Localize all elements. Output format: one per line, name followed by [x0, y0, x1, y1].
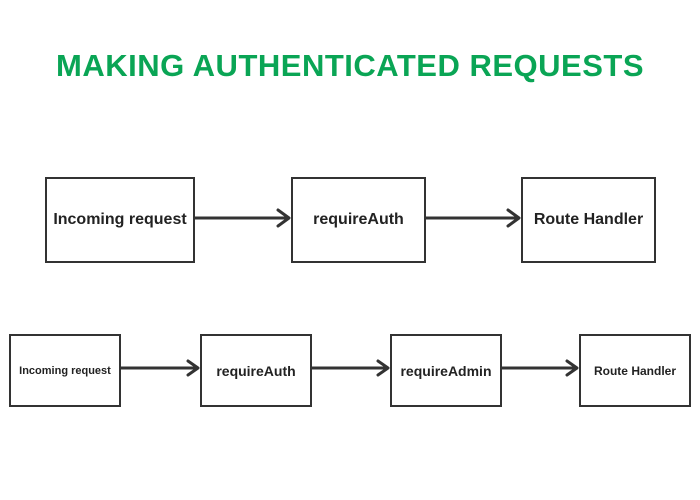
row2-require-auth-box: requireAuth [200, 334, 312, 407]
row1-incoming-request-box: Incoming request [45, 177, 195, 263]
row2-route-handler-box: Route Handler [579, 334, 691, 407]
row2-arrow-1 [119, 359, 200, 377]
row1-route-handler-label: Route Handler [533, 211, 644, 228]
row1-arrow-2 [424, 208, 521, 228]
row1-require-auth-box: requireAuth [291, 177, 426, 263]
row1-require-auth-label: requireAuth [313, 211, 404, 228]
row2-incoming-request-box: Incoming request [9, 334, 121, 407]
diagram-title: MAKING AUTHENTICATED REQUESTS [56, 48, 644, 83]
row1-incoming-request-label: Incoming request [53, 211, 187, 228]
row2-require-admin-box: requireAdmin [390, 334, 502, 407]
row2-arrow-2 [310, 359, 390, 377]
row1-route-handler-box: Route Handler [521, 177, 656, 263]
row1-arrow-1 [193, 208, 291, 228]
row2-arrow-3 [500, 359, 579, 377]
row2-require-auth-label: requireAuth [216, 362, 296, 379]
row2-route-handler-label: Route Handler [593, 363, 676, 378]
row2-require-admin-label: requireAdmin [400, 362, 492, 379]
row2-incoming-request-label: Incoming request [19, 364, 111, 377]
